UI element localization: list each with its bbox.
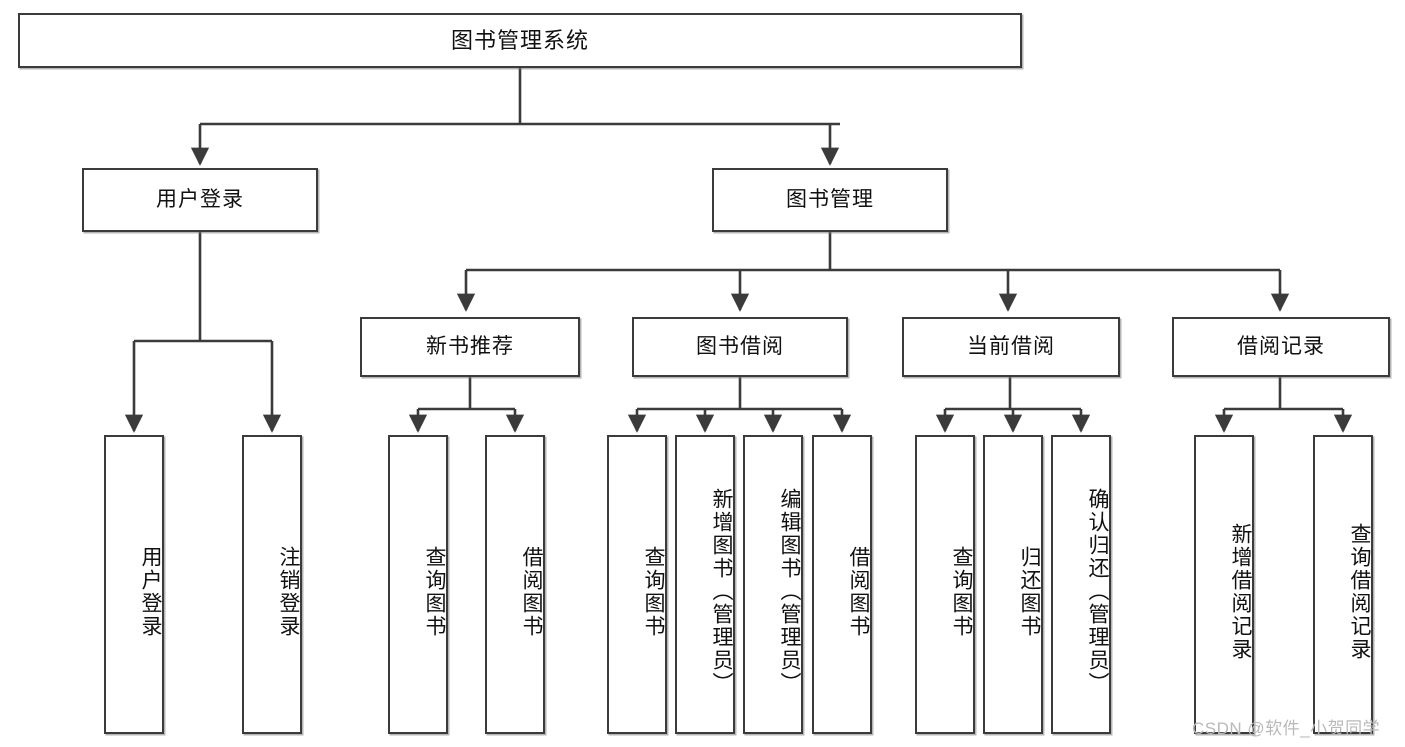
node-borrow-record-label: 借阅记录 bbox=[1237, 334, 1325, 358]
node-leaf-query-record-label: 查询借阅记录 bbox=[1348, 522, 1371, 661]
csdn-watermark: CSDN @软件_小贺同学 bbox=[1192, 719, 1381, 738]
node-user-login[interactable]: 用户登录 bbox=[82, 168, 318, 232]
node-leaf-borrow-book-1-label: 借阅图书 bbox=[520, 545, 543, 638]
node-leaf-query-book-2-label: 查询图书 bbox=[642, 545, 665, 638]
node-leaf-query-book-3-label: 查询图书 bbox=[950, 545, 973, 638]
node-new-book-recommend-label: 新书推荐 bbox=[426, 334, 514, 358]
node-book-borrow[interactable]: 图书借阅 bbox=[632, 317, 848, 377]
node-root[interactable]: 图书管理系统 bbox=[18, 13, 1022, 68]
node-leaf-add-record-label: 新增借阅记录 bbox=[1229, 522, 1252, 661]
node-borrow-record[interactable]: 借阅记录 bbox=[1172, 317, 1390, 377]
node-leaf-query-book-1[interactable]: 查询图书 bbox=[388, 435, 448, 734]
node-leaf-confirm-return-label: 确认归还（管理员） bbox=[1086, 488, 1109, 695]
node-root-label: 图书管理系统 bbox=[450, 27, 589, 53]
node-leaf-borrow-book-2-label: 借阅图书 bbox=[847, 545, 870, 638]
node-current-borrow-label: 当前借阅 bbox=[967, 334, 1055, 358]
node-leaf-borrow-book-1[interactable]: 借阅图书 bbox=[485, 435, 545, 734]
node-leaf-logout-login[interactable]: 注销登录 bbox=[242, 435, 302, 734]
node-leaf-user-login-label: 用户登录 bbox=[139, 545, 162, 638]
node-leaf-edit-book-label: 编辑图书（管理员） bbox=[778, 488, 801, 695]
node-leaf-query-book-1-label: 查询图书 bbox=[423, 545, 446, 638]
node-leaf-query-book-2[interactable]: 查询图书 bbox=[607, 435, 667, 734]
node-leaf-add-book-label: 新增图书（管理员） bbox=[710, 488, 733, 695]
node-leaf-logout-login-label: 注销登录 bbox=[277, 545, 300, 638]
node-leaf-add-book[interactable]: 新增图书（管理员） bbox=[675, 435, 735, 734]
node-book-management-label: 图书管理 bbox=[786, 187, 874, 211]
node-leaf-return-book-label: 归还图书 bbox=[1018, 545, 1041, 638]
node-leaf-user-login[interactable]: 用户登录 bbox=[104, 435, 164, 734]
node-book-borrow-label: 图书借阅 bbox=[696, 334, 784, 358]
node-leaf-add-record[interactable]: 新增借阅记录 bbox=[1194, 435, 1254, 734]
node-leaf-edit-book[interactable]: 编辑图书（管理员） bbox=[743, 435, 803, 734]
node-leaf-return-book[interactable]: 归还图书 bbox=[983, 435, 1043, 734]
node-current-borrow[interactable]: 当前借阅 bbox=[902, 317, 1120, 377]
node-user-login-label: 用户登录 bbox=[156, 187, 244, 211]
node-leaf-query-book-3[interactable]: 查询图书 bbox=[915, 435, 975, 734]
node-book-management[interactable]: 图书管理 bbox=[712, 168, 948, 232]
node-leaf-confirm-return[interactable]: 确认归还（管理员） bbox=[1051, 435, 1111, 734]
node-leaf-query-record[interactable]: 查询借阅记录 bbox=[1313, 435, 1373, 734]
node-new-book-recommend[interactable]: 新书推荐 bbox=[360, 317, 580, 377]
node-leaf-borrow-book-2[interactable]: 借阅图书 bbox=[812, 435, 872, 734]
